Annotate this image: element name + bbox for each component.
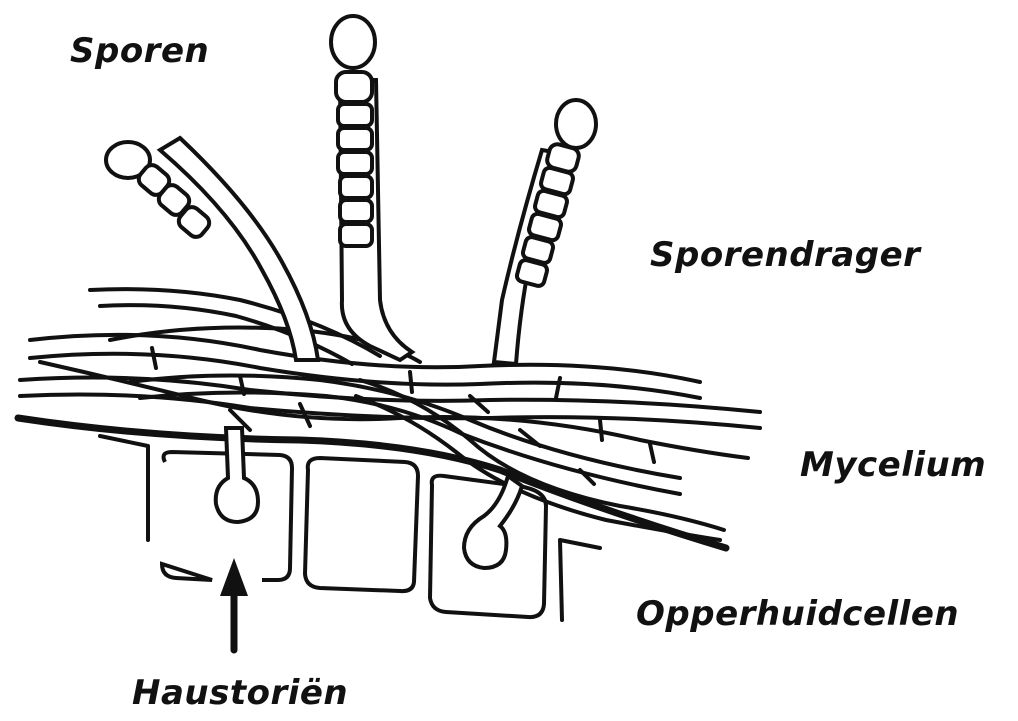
spore <box>340 176 372 198</box>
spore <box>338 152 372 174</box>
spore <box>331 16 375 68</box>
haustorium-arrow <box>220 558 248 650</box>
spore <box>338 104 372 126</box>
label-epidermis-cells: Opperhuidcellen <box>636 597 959 631</box>
epidermis-cell-wall-left <box>100 436 148 540</box>
label-haustoria: Haustoriën <box>132 676 348 710</box>
epidermis-cell-wall-right <box>560 540 600 620</box>
epidermis-cells <box>100 436 600 620</box>
spore <box>338 128 372 150</box>
spore <box>556 100 596 148</box>
label-spores: Sporen <box>70 34 209 68</box>
spore <box>516 259 549 287</box>
label-mycelium: Mycelium <box>800 448 986 482</box>
epidermis-cell-2 <box>305 458 418 591</box>
spore <box>336 72 372 102</box>
spore <box>340 224 372 246</box>
spore <box>340 200 372 222</box>
label-conidiophore: Sporendrager <box>650 238 920 272</box>
